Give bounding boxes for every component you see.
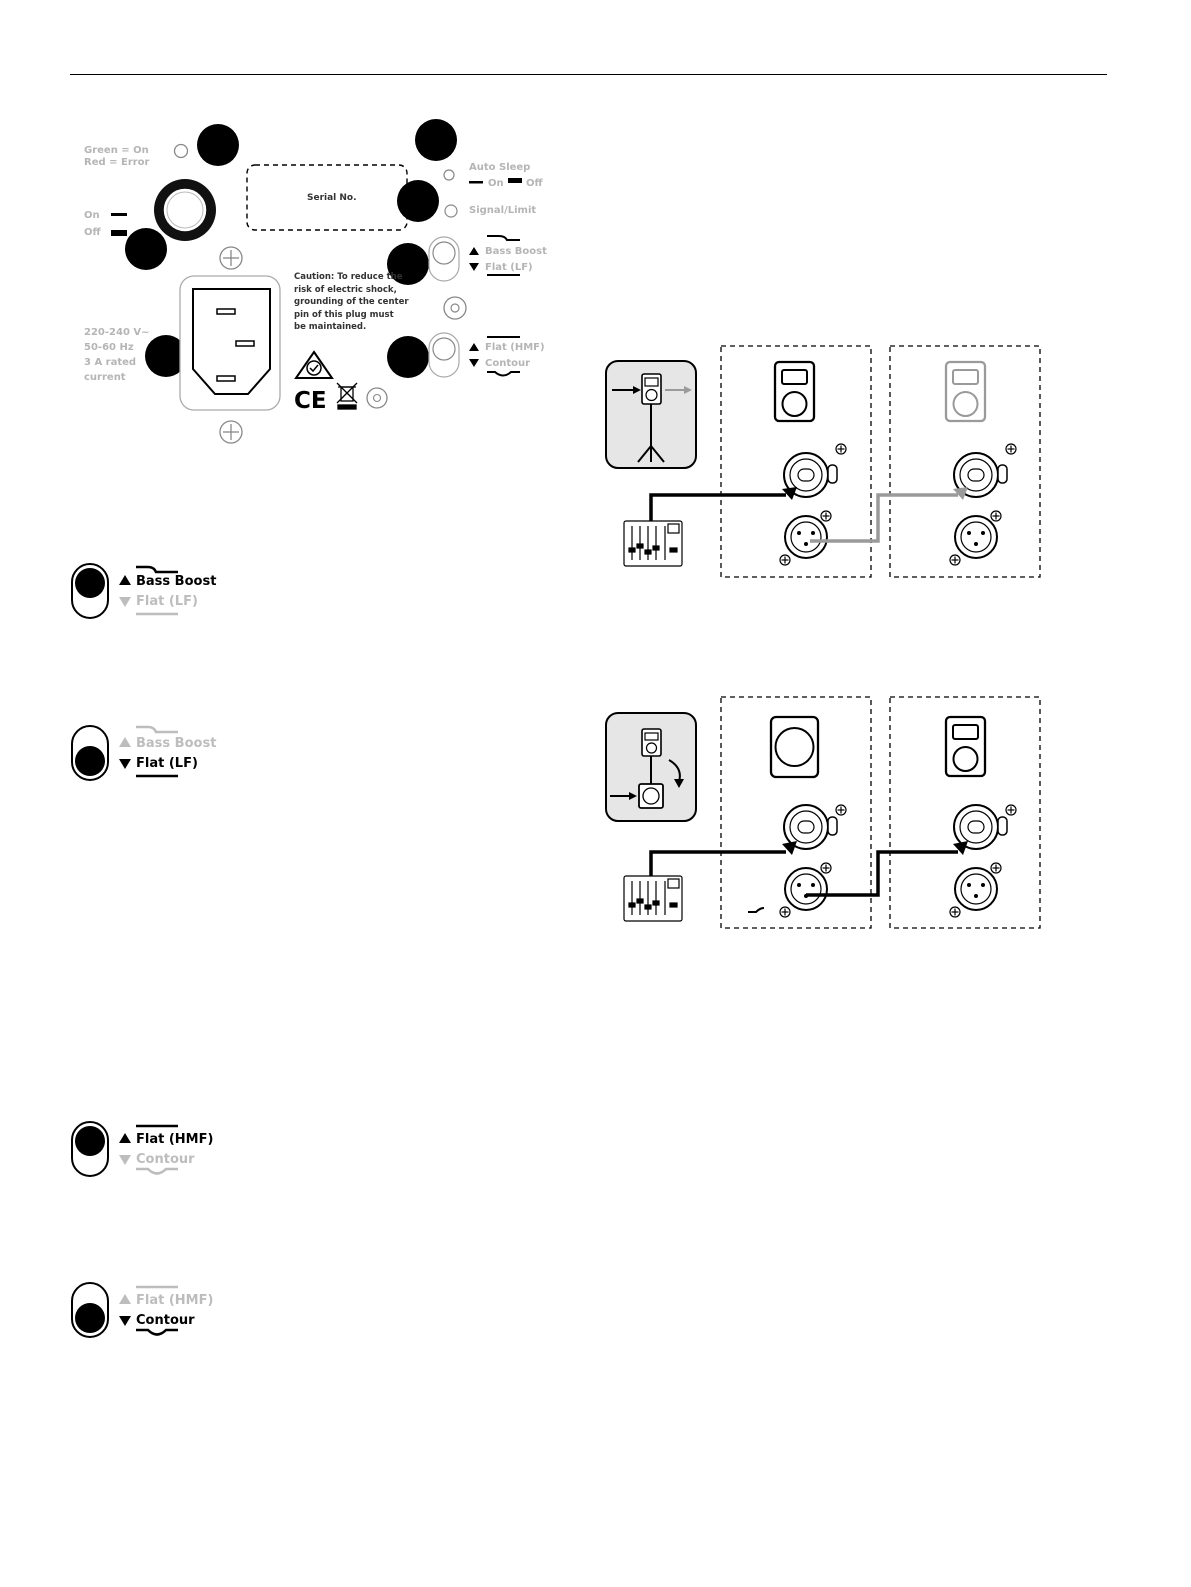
xlr-output-icon <box>779 862 832 918</box>
mixer-icon <box>623 875 683 922</box>
weee-bin-icon <box>336 382 358 410</box>
switch-example-flat-lf: Bass Boost Flat (LF) <box>70 717 216 787</box>
power-led-icon <box>173 143 189 159</box>
speaker-icon <box>773 360 816 423</box>
lf-switch-up-label: Bass Boost <box>485 246 547 257</box>
callout-dot <box>125 228 167 270</box>
connection-diagram-tripod <box>600 340 1050 585</box>
power-spec-1: 220-240 V~ <box>84 327 150 338</box>
example-2-up-label: Bass Boost <box>136 736 217 751</box>
example-3-down-label: Contour <box>136 1152 195 1167</box>
ground-screw-icon <box>219 246 243 270</box>
signal-led-icon <box>444 204 458 218</box>
stacked-mode-box <box>605 712 697 822</box>
led-legend-green: Green = On <box>84 145 149 156</box>
mixer-icon <box>623 520 683 567</box>
xlr-combo-input-icon <box>783 443 847 498</box>
power-spec-4: current <box>84 372 126 383</box>
switch-example-flat-hmf: Flat (HMF) Contour <box>70 1113 220 1183</box>
speaker-2-frame <box>889 345 1041 578</box>
lf-switch-down-label: Flat (LF) <box>485 262 533 273</box>
xlr-output-icon <box>949 862 1002 918</box>
caution-line-1: Caution: To reduce the <box>294 272 403 282</box>
serial-box <box>246 164 408 231</box>
speaker-icon <box>944 360 987 423</box>
auto-sleep-off: Off <box>526 178 543 189</box>
example-1-up-label: Bass Boost <box>136 574 217 589</box>
hmf-switch-down-label: Contour <box>485 358 531 369</box>
example-4-down-label: Contour <box>136 1313 195 1328</box>
callout-dot <box>145 335 187 377</box>
lf-switch-down-icon <box>71 725 178 781</box>
rear-panel: CE <box>70 115 560 455</box>
power-off-label: Off <box>84 227 101 238</box>
hmf-switch-up-label: Flat (HMF) <box>485 342 545 353</box>
tripod-mode-box <box>605 360 697 469</box>
callout-dot <box>415 119 457 161</box>
xlr-output-icon <box>779 510 832 566</box>
power-on-label: On <box>84 210 100 221</box>
xlr-output-icon <box>949 510 1002 566</box>
screw-icon <box>443 296 467 320</box>
caution-line-2: risk of electric shock, <box>294 284 397 295</box>
power-spec-2: 50-60 Hz <box>84 342 134 353</box>
hmf-switch-up-icon <box>71 1121 178 1177</box>
signal-limit-label: Signal/Limit <box>469 205 537 216</box>
callout-dot <box>387 243 429 285</box>
iec-inlet-icon <box>179 275 281 411</box>
example-3-up-label: Flat (HMF) <box>136 1132 214 1147</box>
power-spec-3: 3 A rated <box>84 357 137 368</box>
ground-screw-icon <box>219 420 243 444</box>
callout-dot <box>387 336 429 378</box>
example-2-down-label: Flat (LF) <box>136 756 198 771</box>
xlr-combo-input-icon <box>953 443 1017 498</box>
subwoofer-frame <box>720 696 872 929</box>
hmf-switch-down-icon <box>71 1282 178 1338</box>
example-1-down-label: Flat (LF) <box>136 594 198 609</box>
switch-example-bass-boost: Bass Boost Flat (LF) <box>70 555 216 625</box>
connection-diagram-stacked <box>600 692 1050 937</box>
subwoofer-icon <box>769 715 820 779</box>
example-4-up-label: Flat (HMF) <box>136 1293 214 1308</box>
auto-sleep-on: On <box>488 178 504 189</box>
rcm-mark-icon <box>294 350 334 379</box>
speaker-frame <box>889 696 1041 929</box>
serial-label: Serial No. <box>307 193 357 203</box>
power-button-icon <box>154 179 216 241</box>
callout-dot <box>397 180 439 222</box>
caution-line-4: pin of this plug must <box>294 309 394 320</box>
callout-dot <box>197 124 239 166</box>
speaker-icon <box>944 715 987 778</box>
speaker-1-frame <box>720 345 872 578</box>
lf-switch-up-icon <box>71 563 178 619</box>
screw-icon <box>366 387 388 409</box>
led-legend-red: Red = Error <box>84 157 150 168</box>
connection-diagram-2-drawing <box>605 696 1041 929</box>
ce-mark: CE <box>294 388 327 414</box>
connection-diagram-1-drawing <box>605 345 1041 578</box>
xlr-combo-input-icon <box>783 804 847 850</box>
auto-sleep-led-icon <box>443 169 455 181</box>
tripod-icon <box>637 404 665 463</box>
rear-panel-drawing: CE <box>111 119 522 444</box>
caution-line-3: grounding of the center <box>294 297 409 307</box>
header-rule <box>70 74 1107 75</box>
switch-example-contour: Flat (HMF) Contour <box>70 1274 220 1344</box>
auto-sleep-title: Auto Sleep <box>469 162 531 173</box>
caution-line-5: be maintained. <box>294 322 367 332</box>
xlr-combo-input-icon <box>953 804 1017 850</box>
